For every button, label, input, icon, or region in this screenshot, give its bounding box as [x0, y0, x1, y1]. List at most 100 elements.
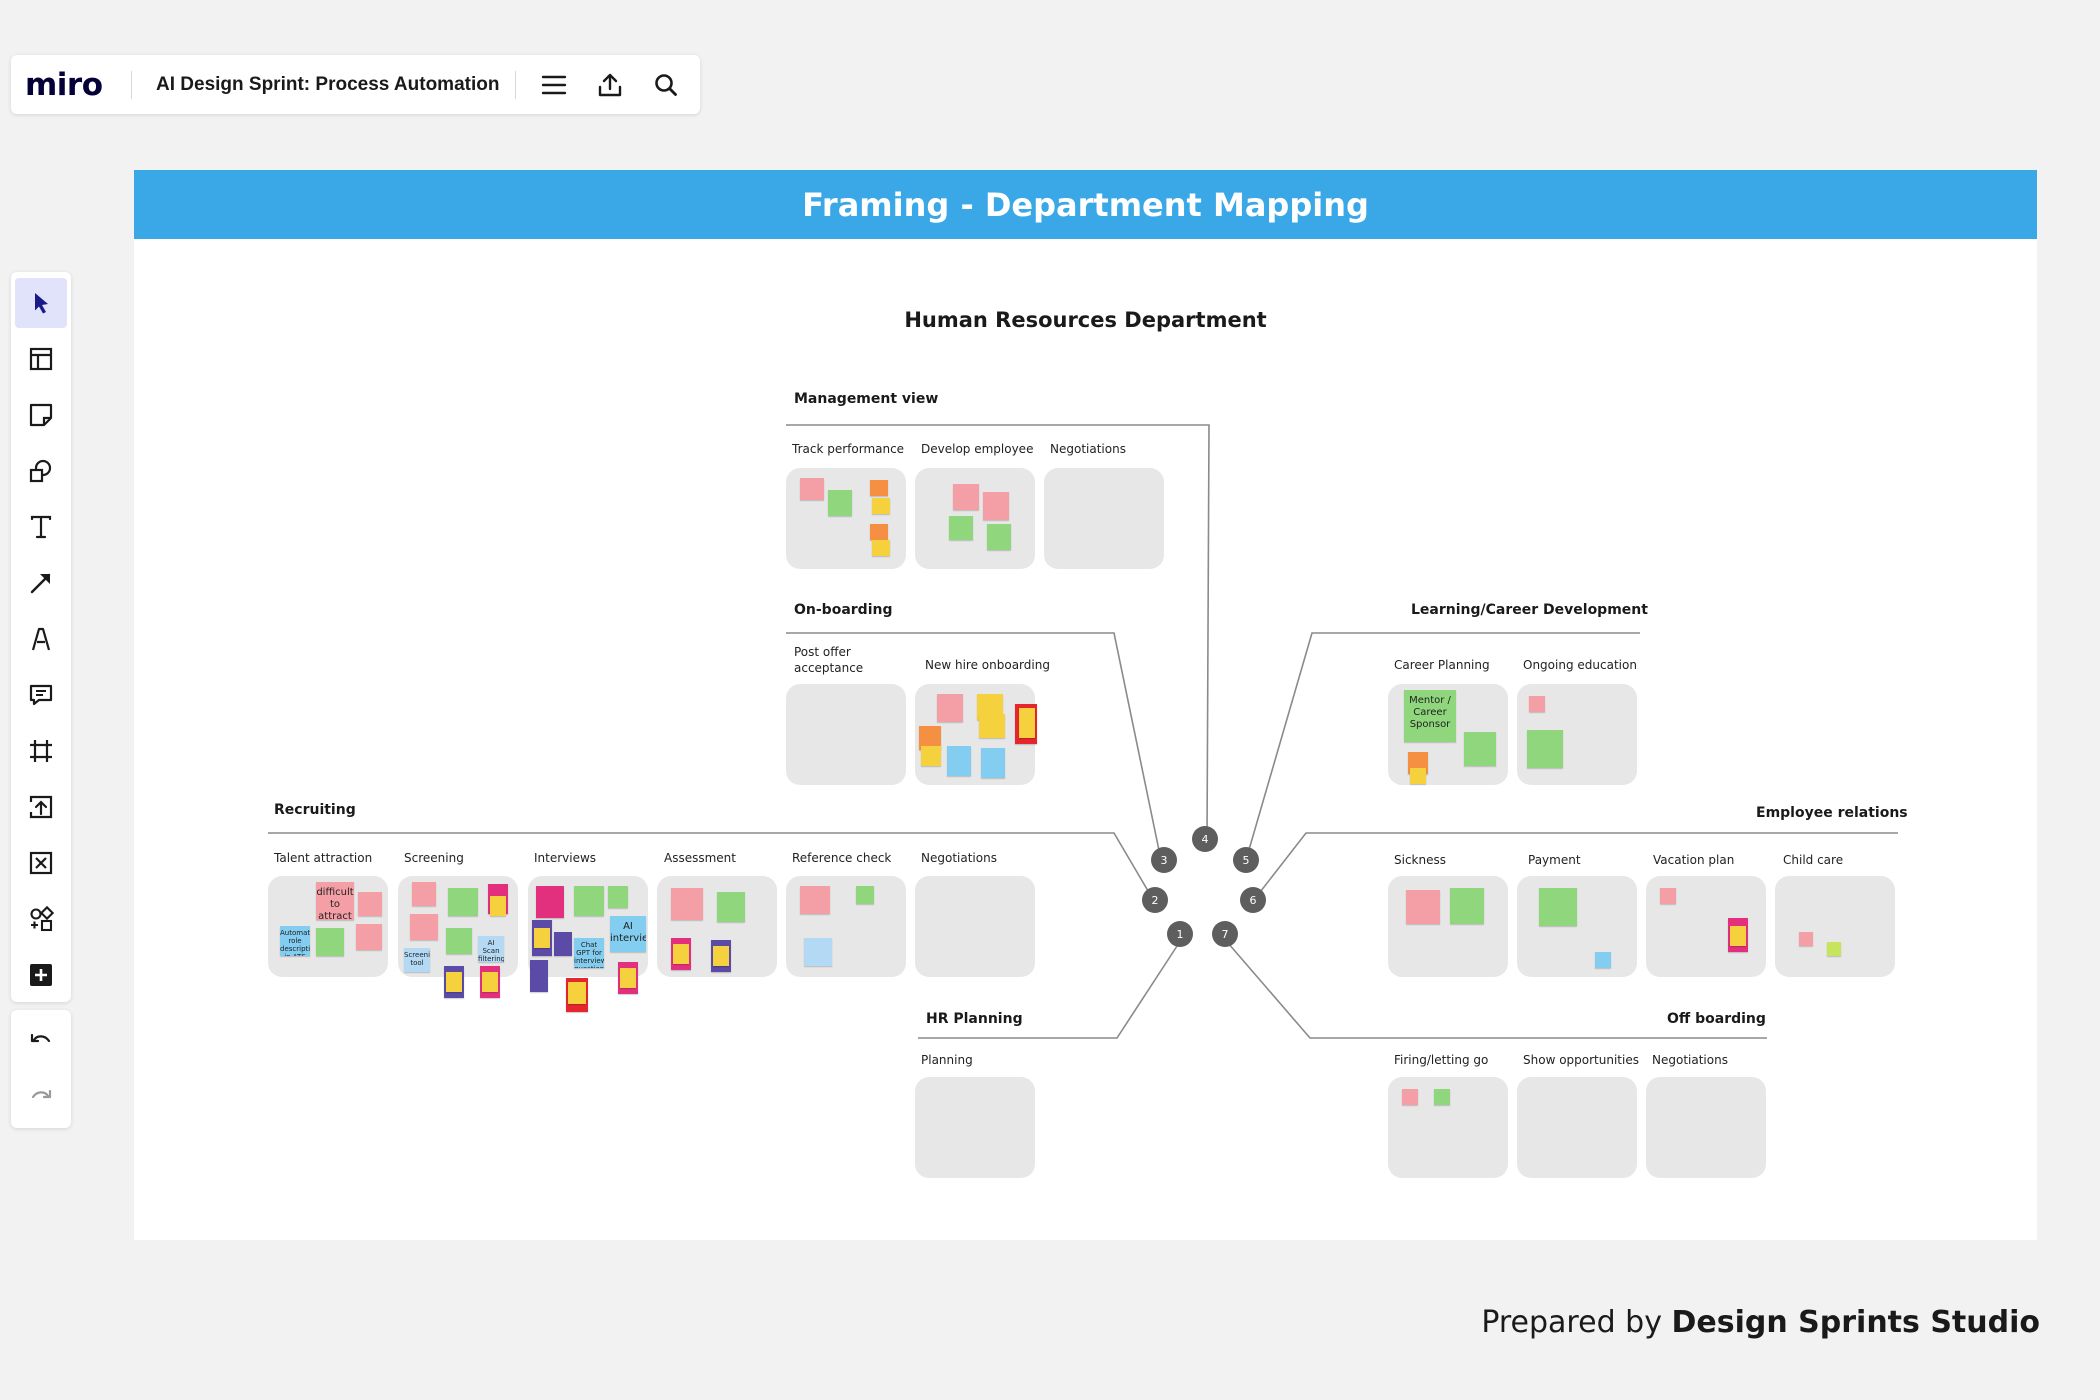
sticky-note[interactable] [410, 914, 438, 940]
add-icon[interactable] [15, 950, 67, 1000]
board-title[interactable]: AI Design Sprint: Process Automation [156, 73, 500, 95]
cell-reference-check[interactable] [786, 876, 906, 977]
cell-sickness[interactable] [1388, 876, 1508, 977]
cell-interviews[interactable]: AI interview Chat GPT for interview ques… [528, 876, 648, 1012]
board-frame[interactable]: Framing - Department Mapping Human Resou… [134, 170, 2037, 1240]
sticky-chatgpt[interactable]: Chat GPT for interview questions [574, 938, 604, 968]
sticky-note[interactable] [568, 982, 586, 1004]
sticky-note[interactable] [713, 946, 729, 966]
sticky-note[interactable] [947, 746, 971, 776]
sticky-note[interactable] [536, 886, 564, 918]
cell-talent-attraction[interactable]: difficult to attract quality candidates … [268, 876, 388, 977]
pen-icon[interactable] [15, 614, 67, 664]
redo-icon[interactable] [15, 1072, 67, 1122]
sticky-note[interactable] [620, 968, 636, 988]
sticky-note[interactable] [987, 524, 1011, 550]
sticky-automate-desc[interactable]: Automate role description in ATS [280, 926, 310, 956]
sticky-note[interactable] [1406, 890, 1440, 924]
cell-develop-employee[interactable] [915, 468, 1035, 569]
cell-new-hire-onboarding[interactable] [915, 684, 1037, 785]
sticky-screening-tool[interactable]: Screening tool [404, 948, 430, 972]
search-icon[interactable] [642, 61, 690, 109]
sticky-note[interactable] [1464, 732, 1496, 766]
comment-icon[interactable] [15, 670, 67, 720]
sticky-note[interactable] [608, 886, 628, 908]
sticky-note[interactable] [1595, 952, 1611, 968]
sticky-note[interactable] [921, 746, 941, 766]
cell-payment[interactable] [1517, 876, 1637, 977]
sticky-note[interactable] [358, 892, 382, 916]
sticky-note[interactable] [1402, 1089, 1418, 1105]
sticky-note[interactable] [448, 888, 478, 916]
sticky-note[interactable] [490, 896, 506, 916]
upload-icon[interactable] [15, 782, 67, 832]
sticky-note[interactable] [1827, 942, 1841, 956]
cell-vacation-plan[interactable] [1646, 876, 1766, 977]
hub-number-1[interactable]: 1 [1167, 921, 1193, 947]
hub-number-2[interactable]: 2 [1142, 887, 1168, 913]
sticky-note[interactable] [1450, 888, 1484, 924]
arrow-line-icon[interactable] [15, 558, 67, 608]
sticky-mentor[interactable]: Mentor / Career Sponsor [1404, 690, 1456, 742]
sticky-note[interactable] [872, 540, 890, 556]
sticky-note[interactable] [574, 886, 604, 916]
sticky-note-icon[interactable] [15, 390, 67, 440]
cell-management-negotiations[interactable] [1044, 468, 1164, 569]
sticky-note[interactable] [673, 944, 689, 964]
frame-icon[interactable] [15, 726, 67, 776]
sticky-note[interactable] [1730, 926, 1746, 946]
cell-post-offer-acceptance[interactable] [786, 684, 906, 785]
cell-child-care[interactable] [1775, 876, 1895, 977]
cell-firing[interactable] [1388, 1077, 1508, 1178]
sticky-note[interactable] [717, 892, 745, 922]
sticky-note[interactable] [1434, 1089, 1450, 1105]
undo-icon[interactable] [15, 1016, 67, 1066]
shapes-icon[interactable] [15, 446, 67, 496]
sticky-ai-scan[interactable]: AI Scan filtering on cv [478, 936, 504, 962]
sticky-note[interactable] [671, 888, 703, 920]
sticky-note[interactable] [482, 972, 498, 992]
sticky-note[interactable] [1799, 932, 1813, 946]
close-box-icon[interactable] [15, 838, 67, 888]
hub-number-6[interactable]: 6 [1240, 887, 1266, 913]
cell-career-planning[interactable]: Mentor / Career Sponsor [1388, 684, 1508, 785]
hub-number-5[interactable]: 5 [1233, 847, 1259, 873]
sticky-note[interactable] [979, 714, 1005, 738]
cell-screening[interactable]: AI Scan filtering on cv Screening tool [398, 876, 518, 998]
sticky-note[interactable] [356, 924, 382, 950]
cell-show-opportunities[interactable] [1517, 1077, 1637, 1178]
sticky-note[interactable] [828, 490, 852, 516]
sticky-note[interactable] [1660, 888, 1676, 904]
sticky-note[interactable] [800, 886, 830, 914]
select-cursor-icon[interactable] [15, 278, 67, 328]
apps-icon[interactable] [15, 894, 67, 944]
sticky-note[interactable] [872, 498, 890, 514]
miro-logo[interactable]: miro [25, 66, 103, 103]
sticky-note[interactable] [316, 928, 344, 956]
sticky-note[interactable] [919, 726, 941, 750]
text-icon[interactable] [15, 502, 67, 552]
sticky-note[interactable] [983, 492, 1009, 520]
sticky-note[interactable] [856, 886, 874, 904]
cell-offboarding-negotiations[interactable] [1646, 1077, 1766, 1178]
sticky-note[interactable] [953, 484, 979, 510]
sticky-note[interactable] [412, 882, 436, 906]
cell-recruiting-negotiations[interactable] [915, 876, 1035, 977]
sticky-note[interactable] [530, 960, 548, 992]
sticky-note[interactable] [554, 932, 572, 956]
sticky-note[interactable] [446, 928, 472, 954]
sticky-note[interactable] [1410, 768, 1426, 784]
sticky-difficult[interactable]: difficult to attract quality candidates [316, 882, 354, 920]
sticky-note[interactable] [1019, 708, 1035, 738]
upload-icon[interactable] [586, 61, 634, 109]
sticky-note[interactable] [800, 478, 824, 500]
cell-ongoing-education[interactable] [1517, 684, 1637, 785]
menu-icon[interactable] [530, 61, 578, 109]
sticky-note[interactable] [870, 480, 888, 496]
sticky-note[interactable] [1529, 696, 1545, 712]
hub-number-3[interactable]: 3 [1151, 847, 1177, 873]
hub-number-4[interactable]: 4 [1192, 826, 1218, 852]
cell-track-performance[interactable] [786, 468, 906, 569]
sticky-note[interactable] [1527, 730, 1563, 768]
sticky-note[interactable] [981, 748, 1005, 778]
